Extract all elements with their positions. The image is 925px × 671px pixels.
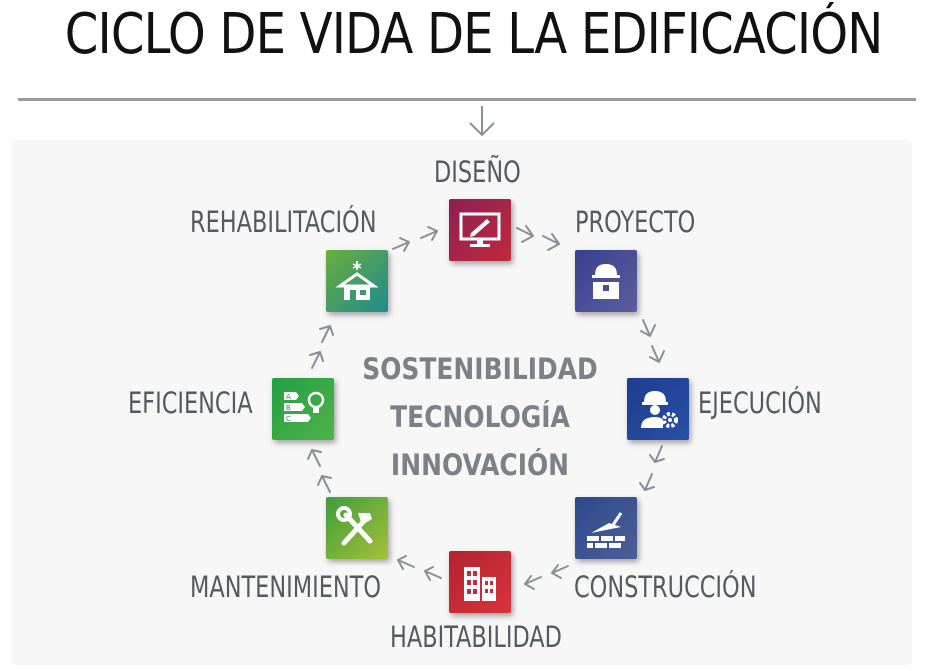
center-tecnologia: TECNOLOGÍA (390, 400, 570, 434)
worker-gear-icon (641, 391, 678, 428)
energy-label-bulb-icon: A B C (284, 391, 325, 423)
title-divider (18, 98, 916, 101)
stage-node-mantenimiento (326, 497, 388, 559)
stage-label-proyecto: PROYECTO (575, 205, 696, 239)
crane-house-icon (335, 261, 379, 300)
stage-label-ejecucion: EJECUCIÓN (698, 386, 822, 420)
bricks-trowel-icon (587, 512, 625, 548)
monitor-pencil-icon (459, 212, 501, 247)
energy-letter-b: B (286, 404, 291, 412)
down-arrow-icon (469, 106, 495, 137)
stage-node-eficiencia: A B C (272, 378, 334, 440)
page-title: CICLO DE VIDA DE LA EDIFICACIÓN (64, 2, 884, 67)
stage-node-diseno (449, 199, 511, 261)
energy-letter-c: C (286, 415, 291, 423)
stage-node-proyecto (575, 250, 637, 312)
stage-label-eficiencia: EFICIENCIA (128, 386, 253, 420)
stage-node-rehabilitacion (326, 250, 388, 312)
energy-letter-a: A (286, 393, 291, 401)
stage-label-rehabilitacion: REHABILITACIÓN (190, 205, 377, 239)
stage-label-habitabilidad: HABITABILIDAD (390, 620, 562, 654)
stage-label-diseno: DISEÑO (434, 155, 521, 189)
hammer-wrench-icon (336, 506, 373, 546)
stage-label-mantenimiento: MANTENIMIENTO (190, 570, 382, 604)
buildings-icon (464, 567, 496, 601)
toolbox-helmet-icon (592, 264, 620, 299)
stage-node-habitabilidad (449, 551, 511, 613)
stage-node-ejecucion (627, 378, 689, 440)
stage-node-construccion (575, 497, 637, 559)
center-sostenibilidad: SOSTENIBILIDAD (362, 352, 598, 386)
stage-label-construccion: CONSTRUCCIÓN (574, 570, 757, 604)
center-values: SOSTENIBILIDAD TECNOLOGÍA INNOVACIÓN (340, 345, 620, 489)
center-innovacion: INNOVACIÓN (390, 448, 570, 482)
